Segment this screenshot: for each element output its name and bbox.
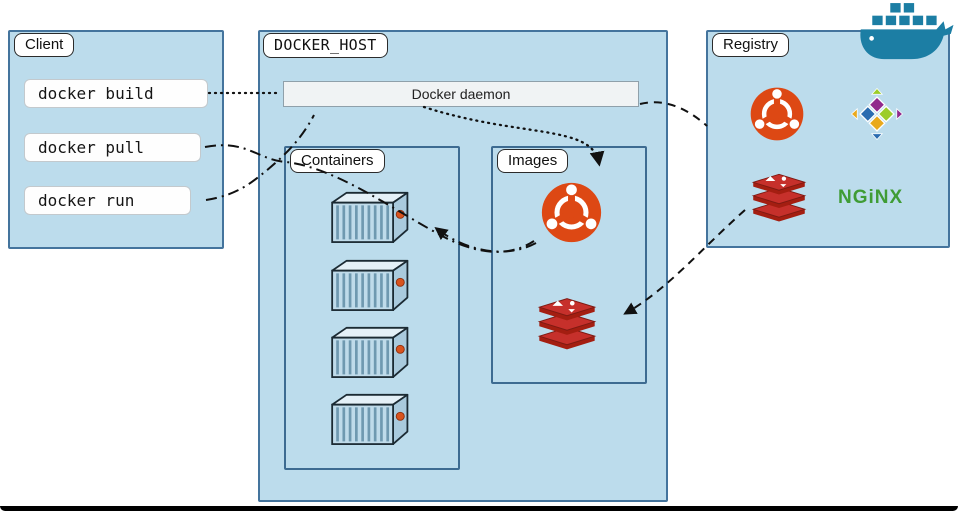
docker-host-panel-title: DOCKER_HOST	[263, 33, 388, 58]
registry-panel-title: Registry	[712, 33, 790, 57]
shipping-container-icon	[325, 390, 411, 448]
docker-pull-command: docker pull	[24, 133, 201, 162]
ubuntu-image-icon	[540, 181, 603, 244]
redis-image-icon	[534, 294, 600, 352]
docker-build-command: docker build	[24, 79, 208, 108]
registry-panel	[706, 30, 950, 248]
shipping-container-icon	[325, 188, 411, 246]
images-panel-title: Images	[497, 149, 569, 173]
nginx-wordmark-icon: NGiNX	[838, 187, 904, 208]
shipping-container-icon	[325, 256, 411, 314]
ubuntu-registry-icon	[749, 86, 805, 142]
containers-panel-title: Containers	[290, 149, 385, 173]
shipping-container-icon	[325, 323, 411, 381]
docker-run-command: docker run	[24, 186, 191, 215]
client-panel-title: Client	[14, 33, 75, 57]
centos-registry-icon	[851, 88, 903, 140]
bottom-edge-bar	[0, 506, 958, 511]
redis-registry-icon	[748, 170, 810, 224]
docker-daemon-bar: Docker daemon	[283, 81, 639, 107]
docker-whale-icon	[850, 0, 958, 66]
